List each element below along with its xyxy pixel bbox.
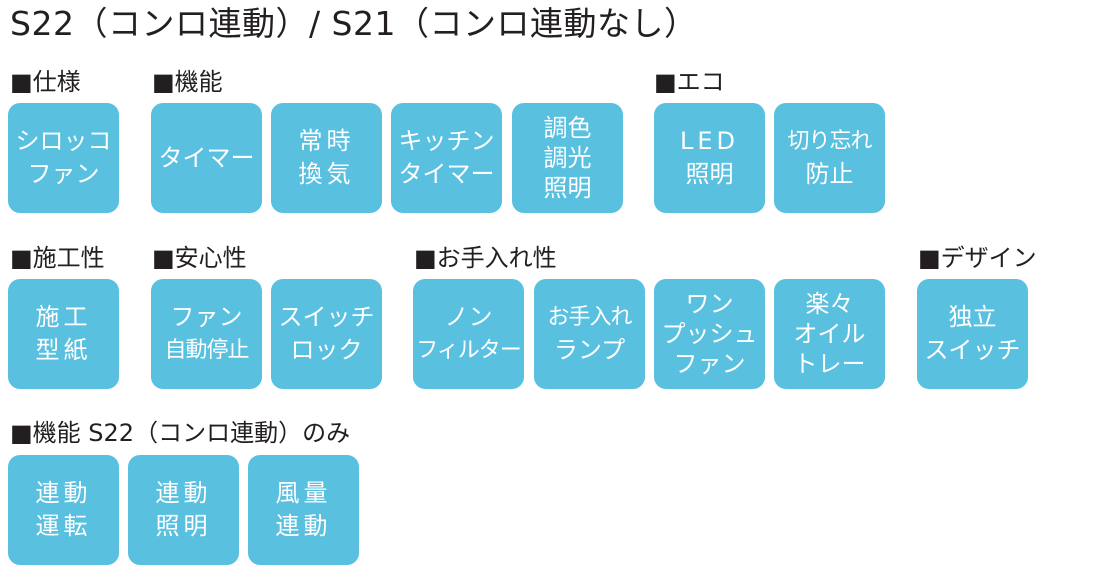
badge-easy-oil-tray: 楽々 オイル トレー <box>774 279 885 389</box>
badge-construction-template: 施工 型紙 <box>8 279 119 389</box>
section-label-maintenance: ■お手入れ性 <box>414 244 557 272</box>
badge-line: 調色 <box>543 114 592 142</box>
badge-line: 防止 <box>805 160 854 188</box>
badge-linked-operation: 連動 運転 <box>8 455 119 565</box>
badge-linked-lighting: 連動 照明 <box>128 455 239 565</box>
badge-line: 照明 <box>155 512 212 540</box>
badge-fan-auto-stop: ファン 自動停止 <box>151 279 262 389</box>
badge-line: ファン <box>27 160 100 188</box>
badge-line: トレー <box>793 350 866 378</box>
badge-sirocco-fan: シロッコ ファン <box>8 103 119 213</box>
badge-line: LED <box>679 127 739 155</box>
badge-line: ワン <box>685 290 734 318</box>
badge-airflow-linked: 風量 連動 <box>248 455 359 565</box>
badge-constant-ventilation: 常時 換気 <box>271 103 382 213</box>
badge-forget-prevention: 切り忘れ 防止 <box>774 103 885 213</box>
badge-line: 連動 <box>155 479 212 507</box>
section-label-design: ■デザイン <box>918 244 1037 272</box>
section-label-eco: ■エコ <box>654 68 725 96</box>
badge-kitchen-timer: キッチン タイマー <box>391 103 502 213</box>
badge-line: ランプ <box>553 336 626 364</box>
badge-line: 照明 <box>685 160 734 188</box>
badge-switch-lock: スイッチ ロック <box>271 279 382 389</box>
badge-line: 風量 <box>275 479 332 507</box>
badge-timer: タイマー <box>151 103 262 213</box>
badge-line: オイル <box>793 320 866 348</box>
section-label-spec: ■仕様 <box>10 68 81 96</box>
badge-line: 照明 <box>543 174 592 202</box>
badge-line: 調光 <box>543 144 592 172</box>
badge-line: スイッチ <box>924 336 1021 364</box>
badge-one-push-fan: ワン プッシュ ファン <box>654 279 765 389</box>
badge-line: ロック <box>290 336 363 364</box>
badge-line: 連動 <box>35 479 92 507</box>
badge-led-lighting: LED 照明 <box>654 103 765 213</box>
badge-line: キッチン <box>398 127 495 155</box>
badge-line: ファン <box>673 350 746 378</box>
badge-line: 楽々 <box>805 290 854 318</box>
badge-line: ファン <box>170 303 243 331</box>
section-label-safety: ■安心性 <box>152 244 247 272</box>
badge-non-filter: ノン フィルター <box>413 279 524 389</box>
badge-line: シロッコ <box>15 127 112 155</box>
badge-line: フィルター <box>416 338 522 363</box>
badge-line: スイッチ <box>278 303 375 331</box>
badge-line: お手入れ <box>547 305 632 330</box>
section-label-construction: ■施工性 <box>10 244 105 272</box>
badge-line: 型紙 <box>35 336 92 364</box>
badge-line: タイマー <box>158 143 255 172</box>
badge-line: 常時 <box>298 127 355 155</box>
badge-line: タイマー <box>398 160 495 188</box>
badge-line: 連動 <box>275 512 332 540</box>
badge-line: 運転 <box>35 512 92 540</box>
badge-line: ノン <box>444 303 493 331</box>
badge-maintenance-lamp: お手入れ ランプ <box>534 279 645 389</box>
section-label-s22-only: ■機能 S22（コンロ連動）のみ <box>10 419 351 447</box>
badge-line: 独立 <box>948 303 997 331</box>
badge-line: 換気 <box>298 160 355 188</box>
badge-line: 自動停止 <box>164 338 249 363</box>
badge-line: プッシュ <box>661 320 758 348</box>
badge-dimming-lighting: 調色 調光 照明 <box>512 103 623 213</box>
badge-line: 施工 <box>35 303 92 331</box>
badge-line: 切り忘れ <box>787 129 872 154</box>
badge-independent-switch: 独立 スイッチ <box>917 279 1028 389</box>
page-title: S22（コンロ連動）/ S21（コンロ連動なし） <box>10 4 698 43</box>
section-label-function: ■機能 <box>152 68 223 96</box>
